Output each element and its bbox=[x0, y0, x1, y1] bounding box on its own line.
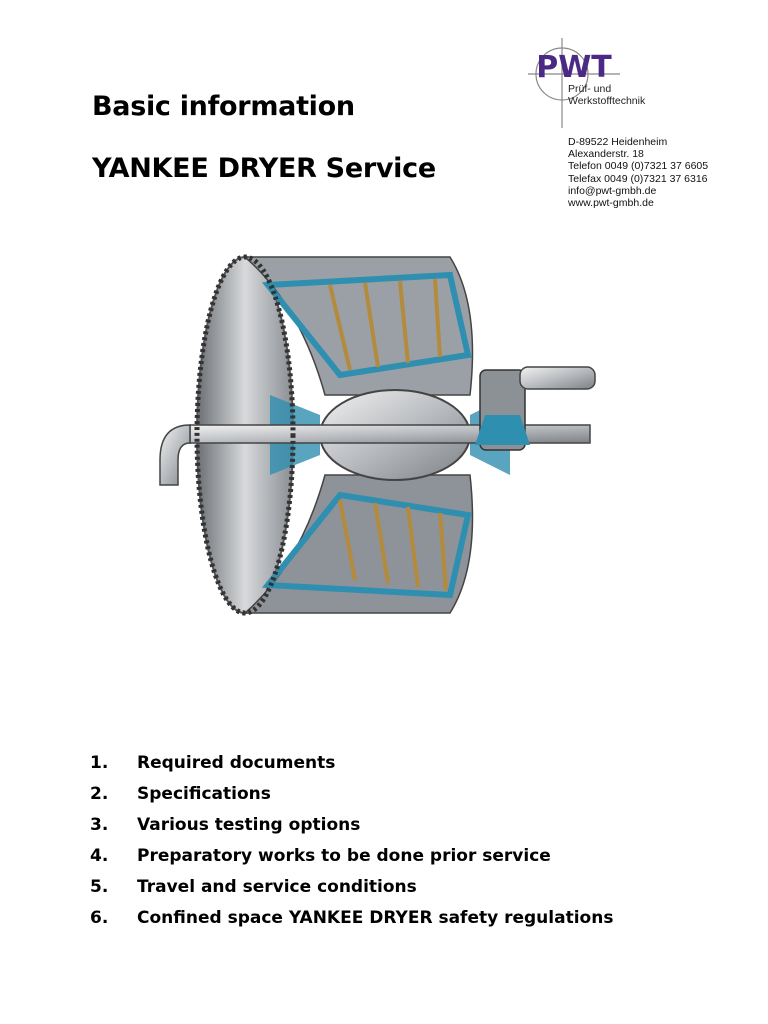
list-item-number: 2. bbox=[90, 783, 109, 804]
list-item: 1. Required documents bbox=[90, 747, 613, 778]
contact-address-street: Alexanderstr. 18 bbox=[568, 148, 644, 161]
logo-subtitle-1: Prüf- und bbox=[568, 83, 612, 95]
contact-info: D-89522 Heidenheim Alexanderstr. 18 Tele… bbox=[568, 136, 725, 209]
list-item: 5. Travel and service conditions bbox=[90, 871, 613, 902]
contact-address-city: D-89522 Heidenheim bbox=[568, 136, 668, 148]
list-item-number: 5. bbox=[90, 876, 109, 897]
list-item: 3. Various testing options bbox=[90, 809, 613, 840]
logo-brand: PWT bbox=[536, 50, 612, 85]
yankee-dryer-cutaway-icon bbox=[159, 254, 596, 616]
list-item-number: 3. bbox=[90, 814, 109, 835]
list-item-label: Specifications bbox=[137, 783, 271, 804]
list-item-number: 4. bbox=[90, 845, 109, 866]
list-item-label: Various testing options bbox=[137, 814, 361, 835]
list-item-label: Travel and service conditions bbox=[137, 876, 417, 897]
contact-phone: Telefon 0049 (0)7321 37 6605 bbox=[568, 160, 709, 173]
list-item-label: Required documents bbox=[137, 752, 336, 773]
list-item: 4. Preparatory works to be done prior ser… bbox=[90, 840, 613, 871]
table-of-contents: 1. Required documents 2. Specifications 3.… bbox=[90, 747, 613, 933]
page-subtitle: YANKEE DRYER Service bbox=[92, 153, 436, 184]
contact-website: www.pwt-gmbh.de bbox=[568, 196, 654, 209]
list-item-number: 1. bbox=[90, 752, 109, 773]
list-item: 2. Specifications bbox=[90, 778, 613, 809]
list-item-number: 6. bbox=[90, 907, 109, 928]
contact-fax: Telefax 0049 (0)7321 37 6316 bbox=[568, 172, 708, 185]
contact-email: info@pwt-gmbh.de bbox=[568, 184, 657, 197]
page-title: Basic information bbox=[92, 91, 355, 122]
crosshair-logo-icon bbox=[528, 38, 620, 128]
list-item-label: Confined space YANKEE DRYER safety regul… bbox=[137, 907, 614, 928]
yankee-dryer-illustration bbox=[150, 245, 605, 625]
list-item: 6. Confined space YANKEE DRYER safety reg… bbox=[90, 902, 613, 933]
list-item-label: Preparatory works to be done prior servi… bbox=[137, 845, 551, 866]
logo-subtitle-2: Werkstofftechnik bbox=[568, 95, 646, 107]
company-logo-block: PWT Prüf- und Werkstofftechnik D-89522 H… bbox=[510, 32, 725, 210]
